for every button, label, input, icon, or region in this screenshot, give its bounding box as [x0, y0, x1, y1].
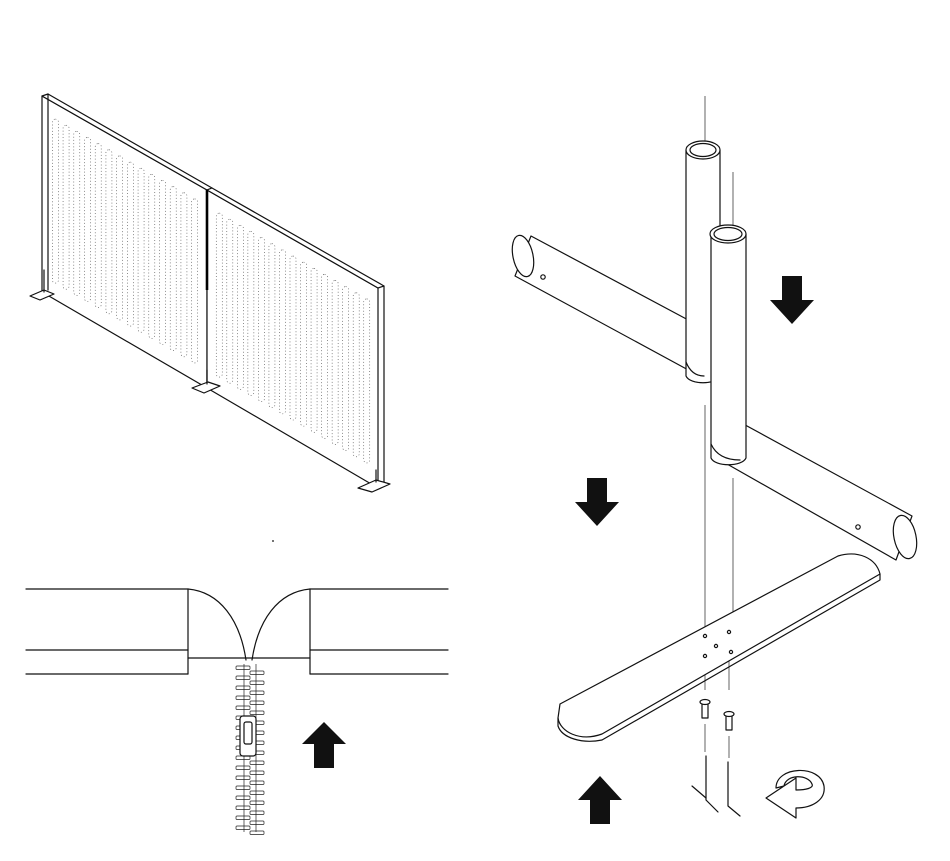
zipper-right-fabric: [252, 589, 448, 674]
panel-screen-overview: [30, 94, 390, 542]
zipper-tooth: [250, 701, 264, 705]
screw-icon: [700, 700, 734, 759]
zipper-tooth: [236, 696, 250, 700]
zipper-tooth: [250, 831, 264, 835]
screen-left-panel: [42, 94, 212, 388]
zipper-tooth: [250, 671, 264, 675]
panel-foot-assembly: [509, 96, 920, 824]
panel-zipper-join: [26, 589, 448, 835]
zipper-tooth: [236, 816, 250, 820]
zipper-tooth: [250, 791, 264, 795]
zipper-tooth: [250, 761, 264, 765]
allen-key-icon: [692, 756, 740, 816]
zipper-tooth: [236, 766, 250, 770]
zipper-tooth: [250, 711, 264, 715]
zipper-tooth: [250, 801, 264, 805]
screen-right-panel: [207, 188, 384, 488]
zipper-tooth: [236, 826, 250, 830]
zipper-tooth: [236, 666, 250, 670]
zipper-left-fabric: [26, 589, 246, 674]
rotate-clockwise-icon: [766, 770, 824, 818]
zipper-tooth: [236, 686, 250, 690]
zipper-tooth: [250, 821, 264, 825]
zipper-tooth: [236, 676, 250, 680]
leg-tube-lower: [710, 225, 920, 561]
arrow-up-base: [578, 776, 622, 824]
zipper-tooth: [236, 786, 250, 790]
zipper-tooth: [250, 771, 264, 775]
zipper-tooth: [250, 681, 264, 685]
arrow-down-left: [575, 478, 619, 526]
zipper-slider: [240, 716, 256, 756]
zipper-tooth: [236, 806, 250, 810]
arrow-down-leg: [770, 276, 814, 324]
zipper-tooth: [236, 706, 250, 710]
foot-base-plate: [558, 554, 880, 741]
arrow-up-zipper: [302, 722, 346, 768]
zipper-tooth: [250, 811, 264, 815]
zipper-tooth: [250, 691, 264, 695]
leg-tube-upper: [509, 141, 720, 383]
zipper-tooth: [236, 796, 250, 800]
zipper-tooth: [236, 776, 250, 780]
zipper-tooth: [250, 781, 264, 785]
